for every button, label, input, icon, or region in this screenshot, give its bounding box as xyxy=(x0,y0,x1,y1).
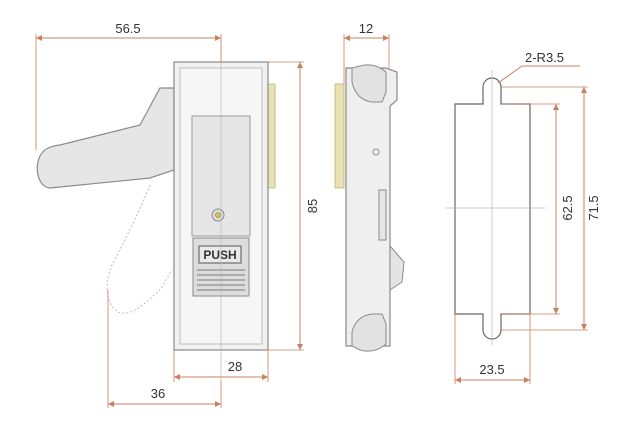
side-housing xyxy=(345,67,398,347)
dimension-cutout-total-height: 71.5 xyxy=(500,86,601,331)
handle-lever xyxy=(36,87,175,189)
dimension-depth: 12 xyxy=(343,21,390,84)
cutout-view xyxy=(445,70,545,345)
dimension-cutout-width: 23.5 xyxy=(454,314,531,384)
push-label: PUSH xyxy=(203,248,236,262)
dim-label-28: 28 xyxy=(228,359,242,374)
handle-folded-outline xyxy=(106,184,173,314)
side-top-hook xyxy=(351,64,387,103)
dimension-body-width: 28 xyxy=(173,350,269,382)
dimension-radius-callout: 2-R3.5 xyxy=(497,50,580,84)
side-view xyxy=(334,64,405,352)
panel-cutout-outline xyxy=(454,77,531,340)
dim-label-23-5: 23.5 xyxy=(479,362,504,377)
dim-label-62-5: 62.5 xyxy=(560,195,575,220)
dim-label-12: 12 xyxy=(359,21,373,36)
dimension-handle-offset: 36 xyxy=(107,290,222,408)
dim-label-56-5: 56.5 xyxy=(115,21,140,36)
front-view: PUSH xyxy=(36,40,276,380)
side-gasket xyxy=(334,83,345,189)
push-label-frame xyxy=(198,245,242,264)
dim-label-85: 85 xyxy=(305,199,320,213)
dimension-width-handle: 56.5 xyxy=(35,21,222,150)
dimension-height: 85 xyxy=(268,61,320,351)
key-cylinder-core xyxy=(215,212,221,218)
side-bottom-hook xyxy=(351,313,387,352)
dim-label-71-5: 71.5 xyxy=(586,195,601,220)
dim-label-radius: 2-R3.5 xyxy=(525,50,564,65)
side-latch-tongue xyxy=(389,244,405,291)
dimension-cutout-inner-height: 62.5 xyxy=(500,103,575,315)
side-pin xyxy=(372,148,380,156)
side-slot xyxy=(378,189,387,241)
dim-label-36: 36 xyxy=(151,386,165,401)
